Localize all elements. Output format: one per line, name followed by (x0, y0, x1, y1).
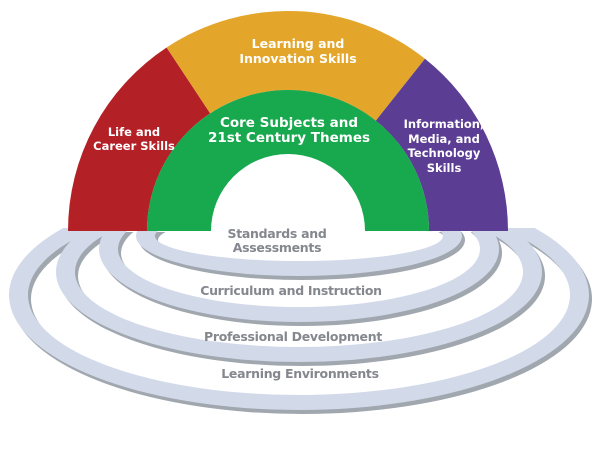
label-info-media-tech-line4: Skills (427, 161, 462, 175)
arch-labels-group: Life and Career Skills Learning and Inno… (93, 36, 484, 175)
label-standards-assessments-line1: Standards and (228, 226, 327, 241)
label-curriculum-instruction: Curriculum and Instruction (200, 283, 382, 298)
arch-segment-life-career (68, 47, 211, 231)
ring-band-standards (136, 228, 463, 277)
label-info-media-tech-line1: Information, (404, 117, 485, 131)
ring-labels-group: Standards and Assessments Curriculum and… (200, 226, 382, 381)
label-learning-environments: Learning Environments (221, 366, 378, 381)
label-info-media-tech-line2: Media, and (408, 132, 480, 146)
label-learning-innovation-line2: Innovation Skills (239, 51, 356, 66)
arch-segment-info-media-tech (375, 58, 508, 231)
arch-segment-learning-innovation (166, 10, 425, 121)
arch-segment-core-subjects (147, 90, 429, 231)
support-rings-group (9, 228, 593, 414)
label-core-subjects-line1: Core Subjects and (220, 115, 358, 131)
label-info-media-tech-line3: Technology (408, 146, 481, 160)
label-life-career-line1: Life and (108, 125, 160, 139)
label-core-subjects-line2: 21st Century Themes (208, 130, 370, 146)
arch-group (68, 10, 508, 231)
label-professional-development: Professional Development (204, 329, 382, 344)
label-life-career-line2: Career Skills (93, 139, 175, 153)
label-learning-innovation-line1: Learning and (252, 36, 345, 51)
ring-band-curriculum (98, 228, 499, 323)
label-standards-assessments-line2: Assessments (233, 240, 321, 255)
